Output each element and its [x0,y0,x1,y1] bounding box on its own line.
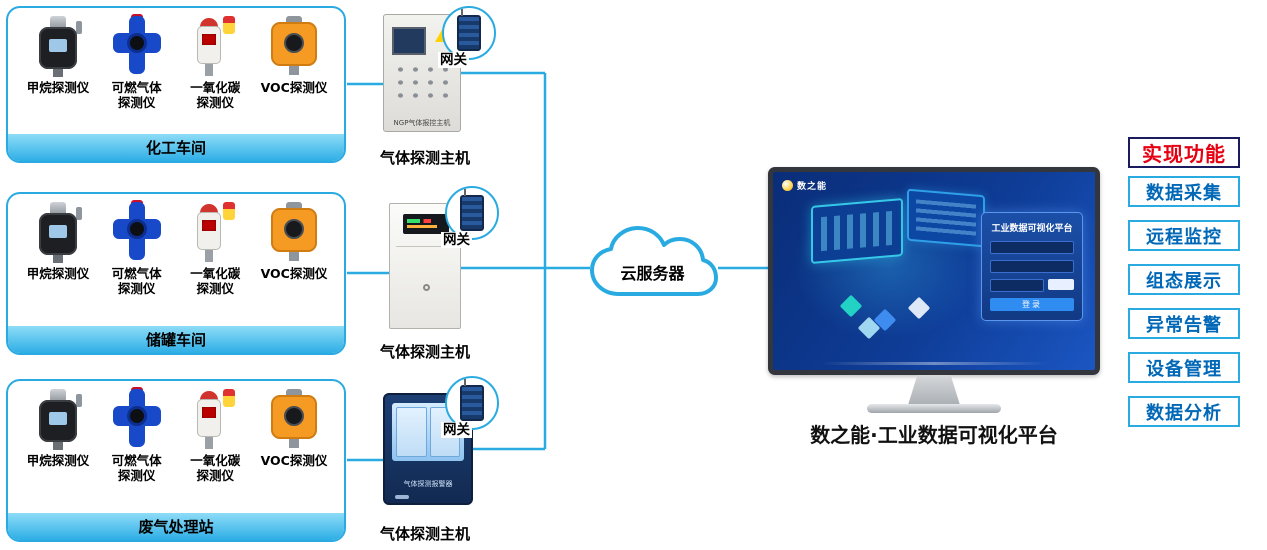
feature-item: 设备管理 [1128,352,1240,383]
combustible-gas-detector-icon [105,14,169,78]
gateway-badge: 网关 [441,376,499,439]
platform-caption: 数之能·工业数据可视化平台 [810,423,1058,447]
gateway-label: 网关 [438,52,469,69]
detector-label: VOC探测仪 [260,453,328,468]
workshop-group-box: 甲烷探测仪 可燃气体 探测仪 一氧化碳 探测仪 [6,192,346,355]
cloud-server-label: 云服务器 [620,264,685,283]
voc-detector-icon [262,202,326,264]
dashboard-illustration-screen [811,197,903,265]
feature-item: 数据采集 [1128,176,1240,207]
cloud-server: 云服务器 [585,224,720,312]
voc-detector-icon [262,389,326,451]
detector-item: 一氧化碳 探测仪 [177,16,253,111]
host-display [403,214,449,234]
combustible-gas-detector-icon [105,200,169,264]
methane-detector-icon [26,389,90,451]
detector-item: VOC探测仪 [256,16,332,111]
detector-row: 甲烷探测仪 可燃气体 探测仪 一氧化碳 探测仪 [8,194,344,297]
login-button: 登录 [990,298,1074,311]
detector-label: 可燃气体 探测仪 [111,80,162,110]
methane-detector-icon [26,16,90,78]
monitor: 数之能 工业数据可视化平台 登录 [768,167,1100,375]
carbon-monoxide-detector-icon [183,202,247,264]
detector-label: VOC探测仪 [260,266,328,281]
captcha-field [990,279,1044,292]
carbon-monoxide-detector-icon [183,16,247,78]
detector-item: 可燃气体 探测仪 [99,200,175,297]
detector-label: 甲烷探测仪 [26,266,90,281]
monitor-screen: 数之能 工业数据可视化平台 登录 [773,172,1095,370]
detector-label: 可燃气体 探测仪 [111,266,162,296]
workshop-group-box: 甲烷探测仪 可燃气体 探测仪 一氧化碳 探测仪 [6,6,346,163]
detector-label: 一氧化碳 探测仪 [190,80,241,110]
detector-item: VOC探测仪 [256,389,332,484]
workshop-group-box: 甲烷探测仪 可燃气体 探测仪 一氧化碳 探测仪 [6,379,346,542]
captcha-image [1048,279,1074,290]
feature-item: 数据分析 [1128,396,1240,427]
host-caption: 气体探测主机 [379,343,470,361]
combustible-gas-detector-icon [105,387,169,451]
host-caption: 气体探测主机 [379,525,470,543]
host-buttons [393,63,453,105]
login-panel: 工业数据可视化平台 登录 [981,212,1083,321]
carbon-monoxide-detector-icon [183,389,247,451]
features-header: 实现功能 [1128,137,1240,168]
brand: 数之能 [782,179,827,192]
host-device-label: NGP气体报控主机 [393,119,451,127]
gateway-device-icon [460,379,484,421]
monitor-stand [908,375,960,405]
detector-item: VOC探测仪 [256,202,332,297]
feature-item: 组态展示 [1128,264,1240,295]
detector-item: 可燃气体 探测仪 [99,387,175,484]
feature-item: 异常告警 [1128,308,1240,339]
group-name-banner: 储罐车间 [8,326,344,353]
host-display [392,27,426,55]
login-title: 工业数据可视化平台 [991,224,1073,234]
voc-detector-icon [262,16,326,78]
brand-logo-icon [782,180,793,191]
detector-item: 甲烷探测仪 [20,16,96,111]
detector-label: 一氧化碳 探测仪 [190,453,241,483]
username-field [990,241,1074,254]
detector-label: 甲烷探测仪 [26,80,90,95]
lock-icon [423,284,430,291]
detector-item: 甲烷探测仪 [20,389,96,484]
detector-row: 甲烷探测仪 可燃气体 探测仪 一氧化碳 探测仪 [8,8,344,111]
gateway-device-icon [460,189,484,231]
detector-item: 一氧化碳 探测仪 [177,202,253,297]
detector-label: 一氧化碳 探测仪 [190,266,241,296]
password-field [990,260,1074,273]
gateway-device-icon [457,9,481,51]
detector-row: 甲烷探测仪 可燃气体 探测仪 一氧化碳 探测仪 [8,381,344,484]
host-device-label: 气体探测报警器 [403,480,453,488]
monitor-base [867,404,1001,413]
detector-item: 甲烷探测仪 [20,202,96,297]
detector-label: VOC探测仪 [260,80,328,95]
gateway-badge: 网关 [441,186,499,249]
detector-item: 一氧化碳 探测仪 [177,389,253,484]
detector-label: 可燃气体 探测仪 [111,453,162,483]
cloud-icon [590,226,718,296]
detector-label: 甲烷探测仪 [26,453,90,468]
methane-detector-icon [26,202,90,264]
dashboard-illustration-screen [907,188,985,248]
group-name-banner: 废气处理站 [8,513,344,540]
detector-item: 可燃气体 探测仪 [99,14,175,111]
gateway-badge: 网关 [438,6,496,69]
brand-name: 数之能 [797,182,828,192]
gateway-label: 网关 [441,422,472,439]
gateway-label: 网关 [441,232,472,249]
group-name-banner: 化工车间 [8,134,344,161]
host-caption: 气体探测主机 [379,149,470,167]
feature-item: 远程监控 [1128,220,1240,251]
